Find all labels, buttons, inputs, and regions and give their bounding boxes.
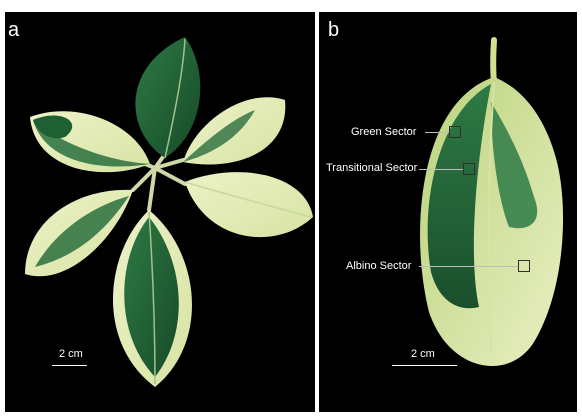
leaf-rosette-illustration bbox=[25, 37, 313, 387]
scale-bar-b bbox=[392, 365, 457, 366]
annotation-box-albino bbox=[518, 260, 530, 272]
annotation-line-albino bbox=[419, 266, 518, 267]
annotation-box-transitional bbox=[463, 163, 475, 175]
annotation-green-sector: Green Sector bbox=[351, 126, 417, 138]
scale-bar-label-a: 2 cm bbox=[59, 348, 83, 360]
scale-bar-a bbox=[52, 365, 87, 366]
annotation-line-transitional bbox=[419, 169, 463, 170]
panel-label-b: b bbox=[328, 19, 340, 41]
petioles bbox=[131, 152, 187, 212]
leaf-right bbox=[185, 172, 313, 238]
leaf-top bbox=[135, 37, 201, 158]
panel-a: a 2 cm bbox=[5, 12, 315, 412]
annotation-line-green bbox=[425, 132, 449, 133]
scale-bar-label-b: 2 cm bbox=[411, 348, 435, 360]
panel-b: b Green Sector Transitional Sector Albin… bbox=[319, 12, 577, 412]
leaf-stem bbox=[490, 37, 497, 85]
panel-label-a: a bbox=[8, 19, 20, 41]
annotation-transitional-sector: Transitional Sector bbox=[326, 162, 418, 174]
annotation-albino-sector: Albino Sector bbox=[346, 260, 412, 272]
single-leaf-illustration bbox=[420, 37, 564, 366]
annotation-box-green bbox=[449, 126, 461, 138]
